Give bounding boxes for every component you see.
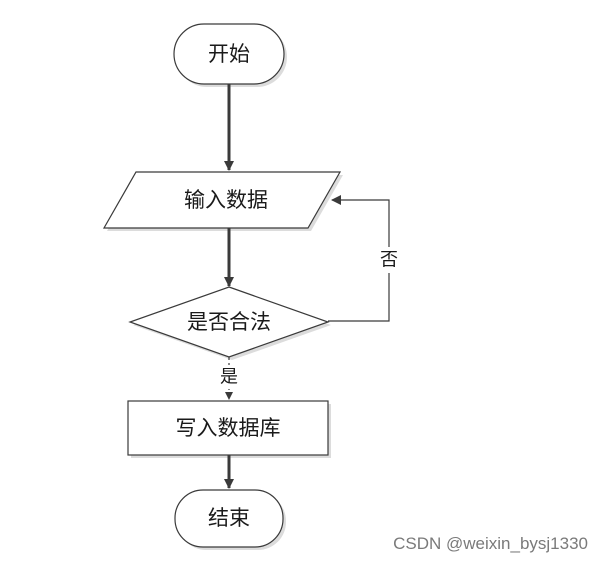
end-node: 结束: [174, 489, 284, 548]
watermark: CSDN @weixin_bysj1330: [393, 534, 588, 553]
no-branch-label: 否: [380, 250, 398, 271]
write-shape: [127, 400, 329, 456]
no-label-bg: [377, 247, 401, 273]
decision-node: 是否合法: [128, 286, 330, 358]
input-shape: [102, 171, 342, 229]
input-node: 输入数据: [102, 171, 342, 229]
end-label: 结束: [208, 506, 250, 530]
write-node: 写入数据库: [127, 400, 329, 456]
yes-branch-label: 是: [220, 367, 238, 388]
decision-label: 是否合法: [187, 310, 271, 334]
write-label: 写入数据库: [176, 416, 281, 440]
start-node: 开始: [173, 23, 285, 85]
end-shape: [174, 489, 284, 548]
yes-label-bg: [217, 365, 241, 389]
start-label: 开始: [208, 42, 250, 66]
input-label: 输入数据: [184, 188, 268, 212]
